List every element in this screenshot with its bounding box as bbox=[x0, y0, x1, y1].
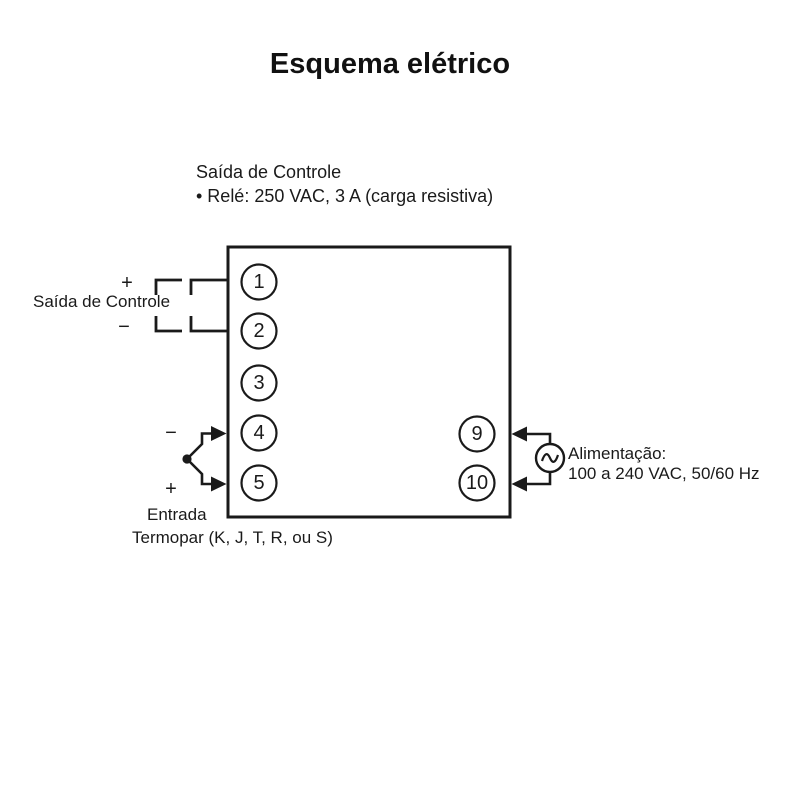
thermocouple-label-line2: Termopar (K, J, T, R, ou S) bbox=[132, 528, 333, 547]
terminal-2-number: 2 bbox=[253, 320, 264, 342]
ac-source-icon bbox=[534, 442, 566, 474]
power-top-wire bbox=[525, 432, 552, 444]
thermocouple-label-line1: Entrada bbox=[147, 505, 207, 524]
control-output-note: Saída de Controle • Relé: 250 VAC, 3 A (… bbox=[196, 160, 493, 208]
arrowhead-terminal9-icon bbox=[511, 426, 527, 442]
terminal-9-number: 9 bbox=[471, 423, 482, 445]
thermocouple-plus-sign: + bbox=[165, 478, 177, 500]
arrowhead-terminal4-icon bbox=[211, 426, 227, 441]
ac-sine-wave bbox=[540, 453, 560, 463]
terminal-3-number: 3 bbox=[253, 372, 264, 394]
wiring-diagram: 1 2 3 4 5 9 10 bbox=[154, 245, 566, 519]
terminal-10-circle bbox=[458, 464, 496, 502]
terminal-4-number: 4 bbox=[253, 422, 264, 444]
terminal-5-number: 5 bbox=[253, 472, 264, 494]
control-output-note-line1: Saída de Controle bbox=[196, 162, 342, 182]
control-plus-wire-outer bbox=[154, 278, 182, 295]
terminal-10-number: 10 bbox=[466, 472, 488, 494]
power-bottom-wire bbox=[525, 472, 552, 486]
thermocouple-junction-dot bbox=[182, 454, 192, 464]
arrowhead-terminal5-icon bbox=[211, 476, 227, 492]
power-supply-label-line2: 100 a 240 VAC, 50/60 Hz bbox=[568, 464, 760, 483]
power-supply-label-line1: Alimentação: bbox=[568, 444, 667, 463]
thermocouple-plus-wire bbox=[186, 458, 212, 486]
control-minus-wire-outer bbox=[154, 316, 182, 333]
terminals: 1 2 3 4 5 9 10 bbox=[240, 263, 496, 502]
terminal-2: 2 bbox=[240, 312, 278, 350]
terminal-3: 3 bbox=[240, 364, 278, 402]
arrowhead-terminal10-icon bbox=[511, 476, 527, 492]
terminal-5-circle bbox=[240, 464, 278, 502]
control-output-label: Saída de Controle bbox=[33, 292, 171, 311]
control-output-note-line2: • Relé: 250 VAC, 3 A (carga resistiva) bbox=[196, 186, 494, 206]
terminal-9-circle bbox=[458, 415, 496, 453]
terminal-5: 5 bbox=[240, 464, 278, 502]
page-title: Esquema elétrico bbox=[269, 48, 511, 80]
thermocouple-minus-sign: − bbox=[165, 422, 177, 444]
terminal-1-circle bbox=[240, 263, 278, 301]
control-output-wires bbox=[154, 278, 228, 333]
power-supply-wires bbox=[511, 426, 566, 492]
terminal-10: 10 bbox=[458, 464, 496, 502]
terminal-4: 4 bbox=[240, 414, 278, 452]
control-output-plus-sign: + bbox=[121, 272, 133, 294]
terminal-3-circle bbox=[240, 364, 278, 402]
terminal-9: 9 bbox=[458, 415, 496, 453]
thermocouple-minus-wire bbox=[186, 432, 212, 460]
terminal-1: 1 bbox=[240, 263, 278, 301]
control-plus-wire-inner bbox=[189, 278, 228, 295]
terminal-1-number: 1 bbox=[253, 271, 264, 293]
terminal-4-circle bbox=[240, 414, 278, 452]
power-supply-label: Alimentação: 100 a 240 VAC, 50/60 Hz bbox=[568, 444, 760, 484]
terminal-2-circle bbox=[240, 312, 278, 350]
control-minus-wire-inner bbox=[189, 316, 228, 333]
control-output-minus-sign: − bbox=[118, 316, 130, 338]
thermocouple-input-wires bbox=[182, 426, 227, 492]
